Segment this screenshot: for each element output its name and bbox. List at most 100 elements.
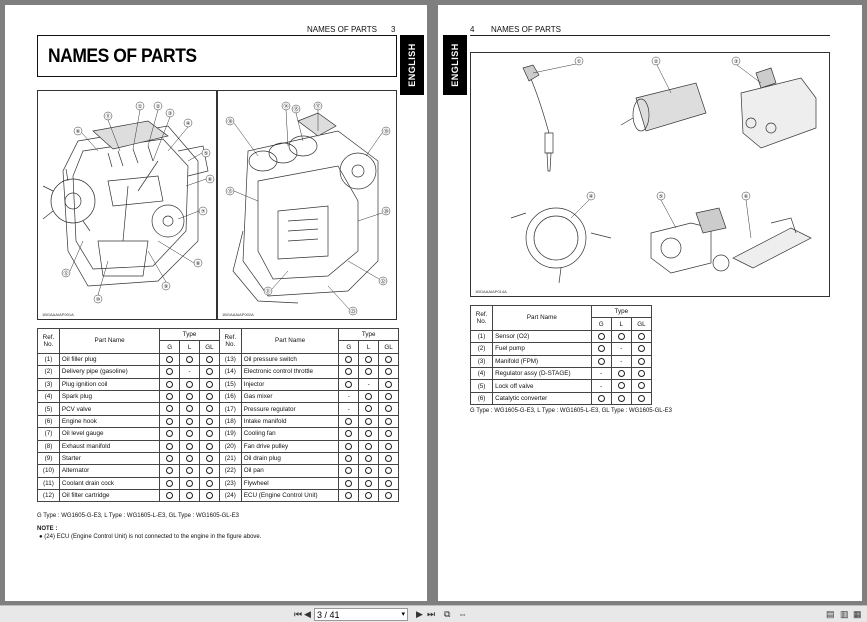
- type-gl: [199, 451, 220, 466]
- figure-code: 1BGAAAIAP002A: [222, 312, 254, 317]
- language-tab: ENGLISH: [400, 35, 424, 95]
- type-l: [179, 352, 200, 367]
- available-mark-icon: [186, 479, 194, 487]
- ref-number: (24): [218, 489, 242, 503]
- last-page-icon[interactable]: ⏭: [427, 609, 436, 619]
- type-l: [358, 365, 380, 379]
- type-g: -: [338, 402, 360, 416]
- type-g: [159, 489, 181, 503]
- continuous-view-icon[interactable]: ▦: [853, 609, 862, 619]
- type-gl: [378, 476, 399, 491]
- available-mark-icon: [205, 492, 213, 500]
- svg-text:⑲: ⑲: [383, 128, 388, 135]
- type-gl: [630, 366, 653, 381]
- type-l: [358, 389, 380, 404]
- figure-code: 1BGAAAIAP014A: [475, 289, 507, 294]
- page-header-title: NAMES OF PARTS: [491, 25, 561, 34]
- language-tab-label: ENGLISH: [450, 43, 461, 87]
- chevron-down-icon[interactable]: ▾: [401, 611, 405, 618]
- type-l: [610, 366, 632, 381]
- type-gl: [378, 352, 399, 367]
- available-mark-icon: [186, 492, 194, 500]
- type-l: [179, 377, 200, 391]
- two-page-icon[interactable]: ▥: [840, 609, 849, 619]
- next-page-icon[interactable]: ▶: [416, 609, 423, 619]
- ref-number: (6): [37, 414, 60, 429]
- ref-number: (11): [37, 476, 60, 491]
- note-label: NOTE :: [37, 526, 58, 532]
- svg-text:③: ③: [168, 111, 173, 117]
- svg-text:⑱: ⑱: [227, 118, 232, 125]
- available-mark-icon: [637, 394, 645, 402]
- available-mark-icon: [385, 393, 393, 401]
- svg-text:③: ③: [734, 59, 739, 65]
- table-row: (11)Coolant drain cock(23)Flywheel: [37, 476, 399, 491]
- type-gl: [199, 414, 220, 429]
- type-l: [179, 414, 200, 429]
- type-gl: [378, 489, 399, 503]
- svg-text:⑤: ⑤: [659, 194, 664, 200]
- type-gl: [378, 414, 399, 429]
- prev-page-icon[interactable]: ◀: [304, 609, 311, 619]
- type-l: [358, 439, 380, 453]
- part-name: Oil filter cartridge: [58, 489, 161, 503]
- type-g: -: [338, 389, 360, 404]
- single-page-icon[interactable]: ▤: [826, 609, 835, 619]
- type-g: [338, 427, 360, 441]
- type-l: [610, 329, 632, 344]
- type-g: [590, 391, 612, 406]
- table-row: (8)Exhaust manifold(20)Fan drive pulley: [37, 439, 399, 453]
- type-l: [358, 464, 380, 478]
- svg-text:㉓: ㉓: [350, 308, 355, 315]
- page-number: 4: [470, 25, 475, 34]
- available-mark-icon: [166, 355, 174, 363]
- type-g: [338, 365, 360, 379]
- available-mark-icon: [365, 492, 373, 500]
- part-name: Pressure regulator: [240, 402, 340, 416]
- fit-page-icon[interactable]: ⧉: [444, 609, 451, 619]
- type-g: [338, 414, 360, 429]
- page-header-title: NAMES OF PARTS: [307, 25, 377, 34]
- part-name: Fuel pump: [492, 342, 592, 356]
- part-name: Alternator: [58, 464, 161, 478]
- type-l: [179, 402, 200, 416]
- type-gl: [378, 439, 399, 453]
- ref-number: (7): [37, 427, 60, 441]
- page-4: 4 NAMES OF PARTS ENGLISH: [438, 5, 862, 601]
- svg-text:⑦: ⑦: [201, 209, 206, 215]
- part-name: Flywheel: [240, 476, 340, 491]
- available-mark-icon: [166, 492, 174, 500]
- part-name: Oil drain plug: [240, 451, 340, 466]
- page-number-input[interactable]: 3 / 41▾: [314, 608, 408, 621]
- part-name: Plug ignition coil: [58, 377, 161, 391]
- type-gl: [199, 439, 220, 453]
- available-mark-icon: [597, 332, 605, 340]
- ref-number: (3): [469, 354, 494, 368]
- part-name: Oil level gauge: [58, 427, 161, 441]
- ref-number: (6): [469, 391, 494, 406]
- svg-text:㉒: ㉒: [380, 278, 385, 285]
- available-mark-icon: [166, 455, 174, 463]
- fit-width-icon[interactable]: ⇔: [458, 609, 467, 619]
- available-mark-icon: [385, 430, 393, 438]
- ref-number: (2): [469, 342, 494, 356]
- available-mark-icon: [186, 380, 194, 388]
- type-g: [338, 439, 360, 453]
- available-mark-icon: [186, 405, 194, 413]
- available-mark-icon: [345, 479, 353, 487]
- table-row: (3)Plug ignition coil(15)Injector-: [37, 377, 399, 391]
- table-row: (3)Manifold (FPM)-: [469, 354, 653, 368]
- available-mark-icon: [205, 355, 213, 363]
- type-l: [358, 427, 380, 441]
- available-mark-icon: [385, 442, 393, 450]
- part-name: Oil pan: [240, 464, 340, 478]
- part-name: Intake manifold: [240, 414, 340, 429]
- first-page-icon[interactable]: ⏮: [294, 609, 303, 619]
- note-text: (24) ECU (Engine Control Unit) is not co…: [44, 534, 262, 540]
- svg-text:⑥: ⑥: [76, 129, 81, 135]
- type-g: [338, 476, 360, 491]
- table-row: (5)Lock off valve-: [469, 379, 653, 393]
- ref-number: (17): [218, 402, 242, 416]
- part-name: Starter: [58, 451, 161, 466]
